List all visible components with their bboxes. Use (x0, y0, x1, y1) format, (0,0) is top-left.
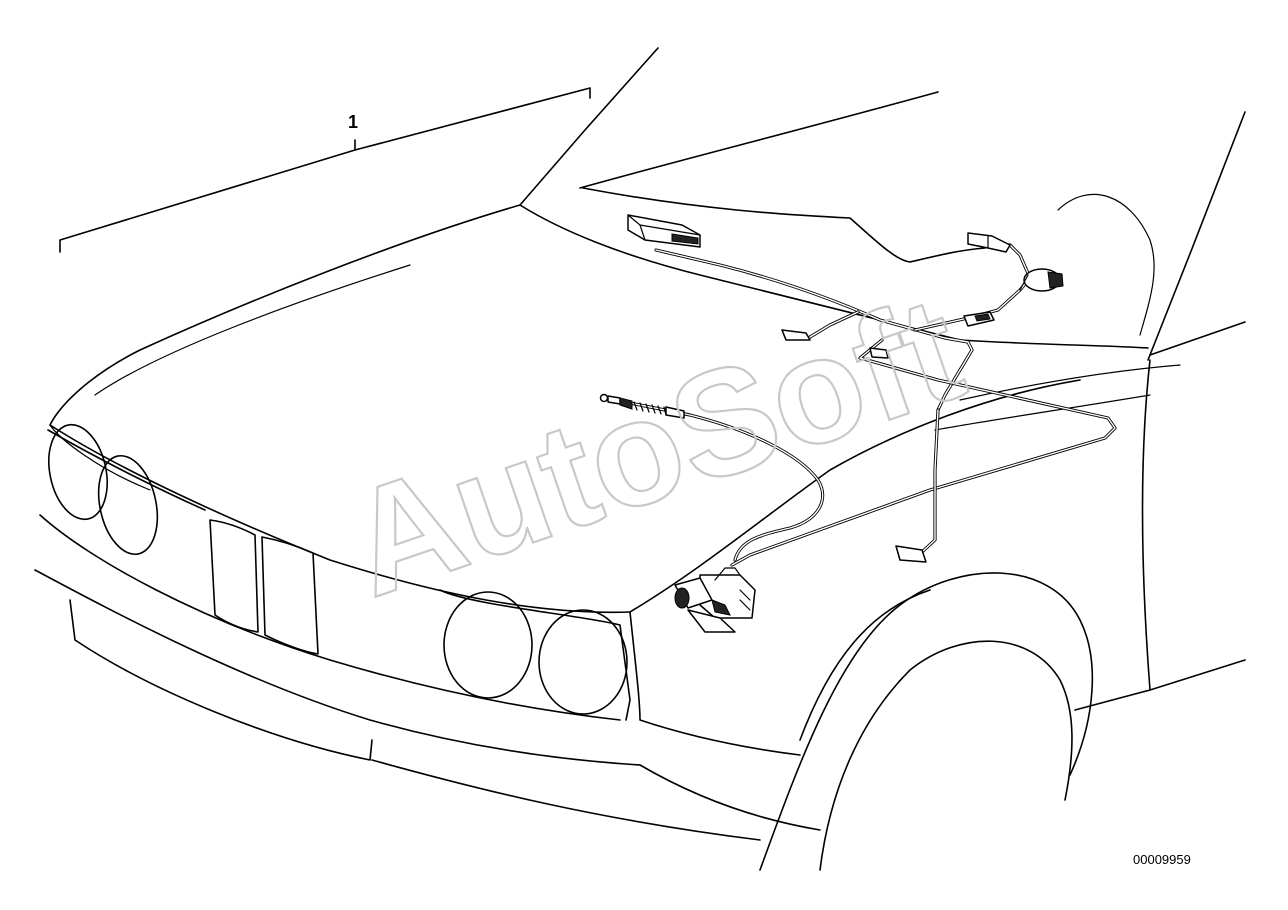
b-pillar-line (1149, 321, 1246, 356)
control-unit-plug (671, 233, 699, 245)
hood-front-edge (49, 424, 151, 491)
headlight-inner-right (443, 591, 533, 699)
windshield-base (579, 91, 939, 189)
kidney-grille (209, 519, 319, 655)
connector-left-cowl (781, 329, 811, 341)
actuator-base (687, 609, 736, 633)
spoiler-line (69, 599, 373, 761)
headlight-housing-left (47, 429, 206, 511)
headlights-left (47, 423, 206, 556)
callout-label: 1 (348, 112, 358, 132)
tire (819, 640, 1073, 871)
headlight-inner-left (97, 454, 159, 556)
control-unit (627, 214, 701, 248)
door-edge (1141, 359, 1151, 691)
wheel-arch (759, 572, 1094, 871)
windshield-left-edge (519, 47, 659, 206)
bumper-top (39, 514, 621, 721)
wiring-harness (613, 243, 1117, 567)
fender-front (629, 611, 801, 756)
diagram-id: 00009959 (1133, 852, 1191, 867)
headlight-outer-right (538, 609, 628, 715)
bumper-lower (34, 569, 641, 766)
headlight-housing-right (439, 589, 631, 721)
headlight-outer-left (48, 423, 108, 521)
callout-1: 1 (59, 87, 591, 253)
mirror-area (1057, 193, 1155, 336)
a-pillar-right (1147, 111, 1246, 361)
connector-right-cowl (963, 311, 995, 327)
horn-unit (1019, 268, 1064, 292)
wheel-arch-inner (799, 589, 931, 741)
car-body (34, 47, 1246, 871)
callout-bracket (59, 87, 591, 253)
hood-lock-actuator (674, 567, 756, 633)
cowl-line (582, 187, 986, 263)
headlights-right (439, 589, 631, 721)
rocker-line (1074, 659, 1246, 711)
bumper-side (639, 764, 821, 831)
grille-right (261, 536, 319, 655)
watermark-text: AutoSoft (328, 263, 981, 628)
connector-fender (895, 545, 927, 563)
connector-top-right (967, 232, 1011, 253)
fender-crease (934, 394, 1151, 431)
grille-left (209, 519, 259, 633)
actuator-shaft (674, 587, 690, 609)
fender-top (629, 379, 1081, 613)
hood-crease-left (94, 264, 411, 396)
connector-center (869, 347, 889, 359)
lower-valance (371, 759, 761, 841)
cable-end (599, 393, 685, 419)
